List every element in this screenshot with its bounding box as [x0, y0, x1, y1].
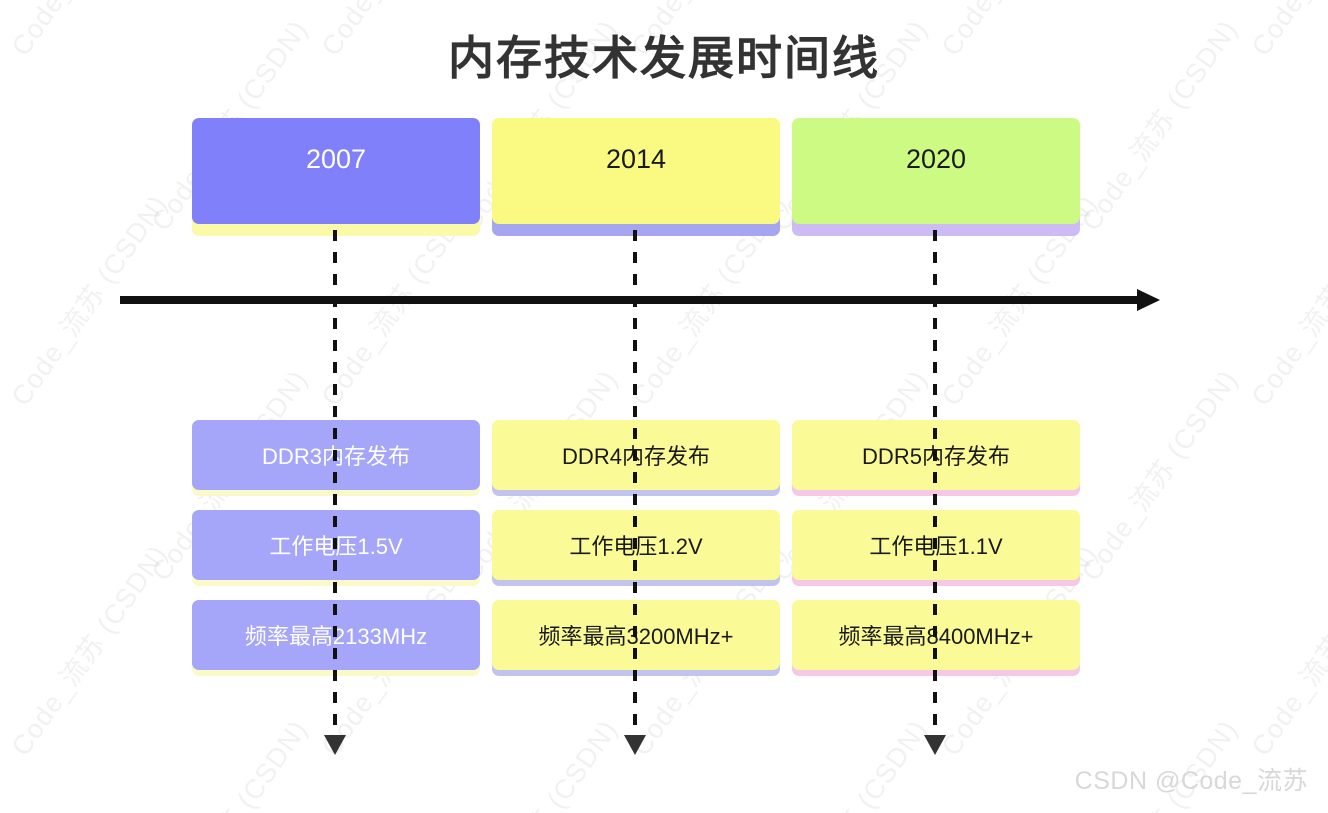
watermark-text: Code_流苏 (CSDN) — [0, 364, 4, 587]
watermark-text: Code_流苏 (CSDN) — [1245, 190, 1328, 412]
watermark-text: Code_流苏 (CSDN) — [1245, 540, 1328, 762]
timeline-arrow-icon — [1137, 289, 1160, 311]
year-card-wrapper: 2007 — [192, 118, 480, 236]
connector-arrow-down-icon — [324, 735, 346, 755]
year-label: 2020 — [905, 144, 967, 174]
timeline-axis — [120, 289, 1160, 311]
watermark-text: Code_流苏 (CSDN) — [0, 711, 5, 813]
watermark-text: Code_流苏 (CSDN) — [760, 711, 935, 813]
watermark-text: Code_流苏 (CSDN) — [5, 539, 174, 762]
year-card-wrapper: 2020 — [792, 118, 1080, 236]
year-card-2007[interactable]: 2007 — [192, 118, 480, 224]
connector-dashed-line — [933, 230, 937, 736]
watermark-text: Code_流苏 (CSDN) — [1075, 364, 1244, 587]
watermark-text: Code_流苏 (CSDN) — [450, 711, 625, 813]
year-card-wrapper: 2014 — [492, 118, 780, 236]
watermark-text: Code_流苏 (CSDN) — [140, 711, 315, 813]
connector-arrow-down-icon — [924, 735, 946, 755]
year-label: 2014 — [605, 144, 667, 174]
year-card-2020[interactable]: 2020 — [792, 118, 1080, 224]
page-title: 内存技术发展时间线 — [448, 32, 880, 84]
year-card-2014[interactable]: 2014 — [492, 118, 780, 224]
connector-arrow-down-icon — [624, 735, 646, 755]
csdn-watermark: CSDN @Code_流苏 — [1074, 767, 1308, 795]
connector-dashed-line — [333, 230, 337, 736]
connector-dashed-line — [633, 230, 637, 736]
timeline-axis-line — [120, 296, 1140, 304]
year-label: 2007 — [305, 144, 367, 174]
